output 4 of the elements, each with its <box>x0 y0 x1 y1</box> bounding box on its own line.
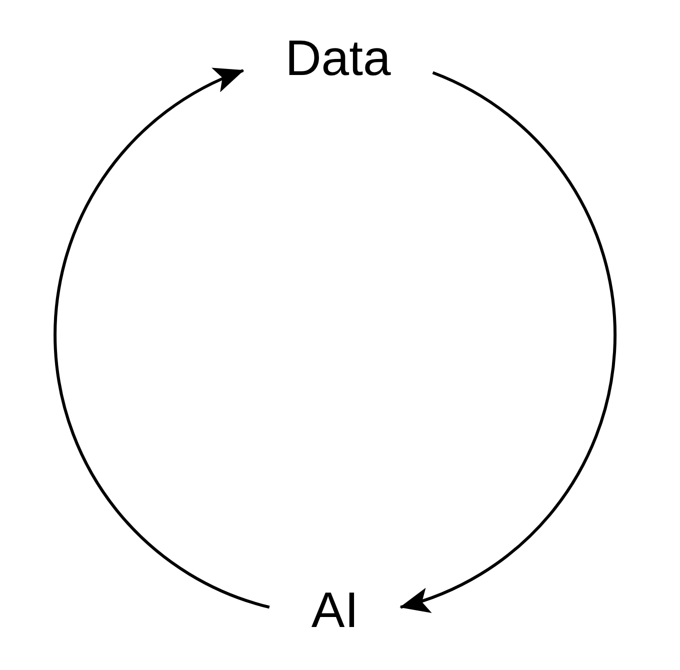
arrow <box>54 69 270 609</box>
node-label: Data <box>269 33 407 83</box>
arrow <box>400 71 616 612</box>
node-label: AI <box>295 585 375 635</box>
